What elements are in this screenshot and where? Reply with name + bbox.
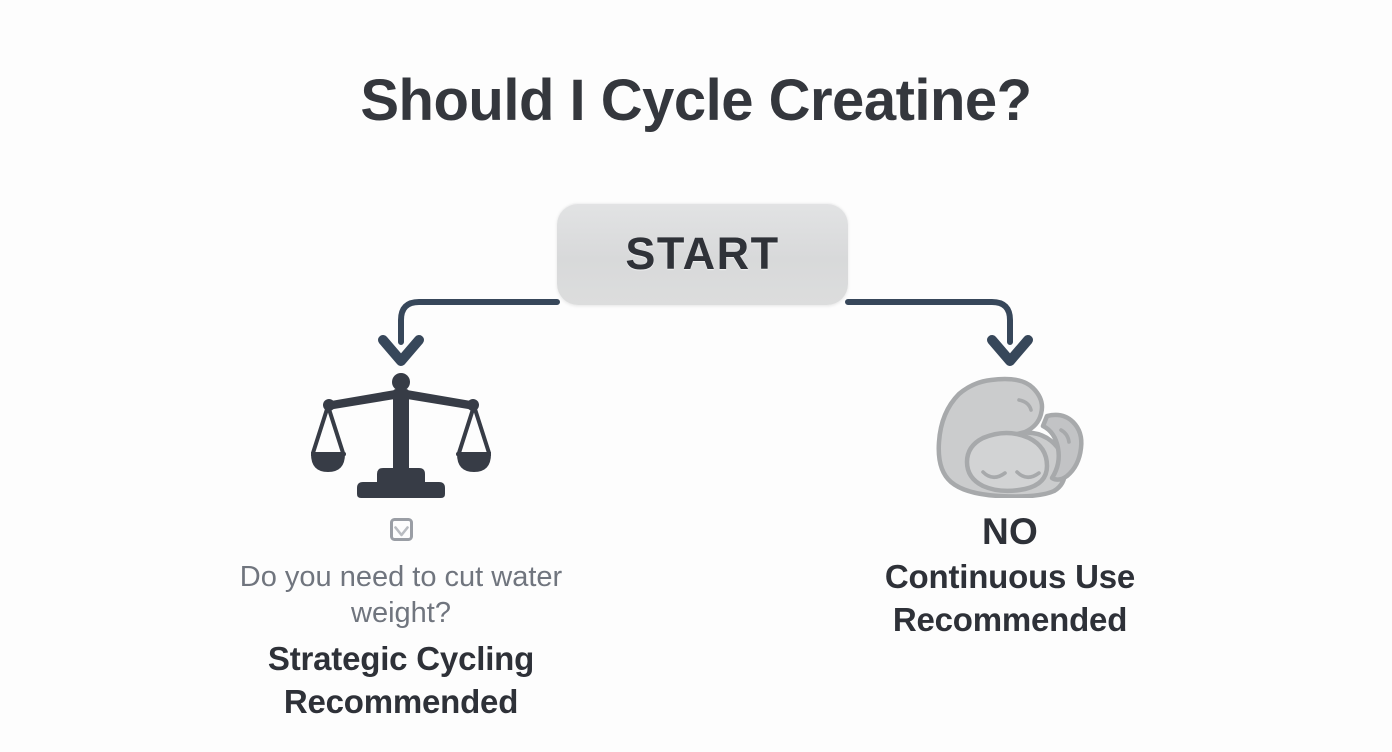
checkbox-checked-icon <box>389 515 413 551</box>
flexed-biceps-icon <box>925 372 1095 498</box>
arrowhead-left-icon <box>378 335 424 366</box>
outcome-right-line-2: Recommended <box>892 600 1128 638</box>
arrowhead-right-icon <box>987 335 1033 366</box>
outcome-right-lead: NO <box>981 511 1039 552</box>
outcome-right: Continuous Use Recommended <box>885 556 1135 642</box>
balance-scale-icon <box>311 372 491 498</box>
outcome-right-line-1: Continuous Use <box>884 557 1136 595</box>
outcome-left-line-2: Recommended <box>283 682 519 720</box>
connector-left <box>398 299 560 345</box>
start-node[interactable]: START <box>557 203 848 305</box>
start-node-label: START <box>625 228 780 279</box>
connector-right <box>845 299 1013 345</box>
outcome-left: Strategic Cycling Recommended <box>268 638 534 724</box>
page-title: Should I Cycle Creatine? <box>360 68 1032 133</box>
branch-left: Do you need to cut water weight? Strateg… <box>191 372 611 724</box>
outcome-left-line-1: Strategic Cycling <box>267 639 535 677</box>
question-left: Do you need to cut water weight? <box>236 508 566 632</box>
branch-right: NO Continuous Use Recommended <box>800 372 1220 641</box>
question-left-text: Do you need to cut water weight? <box>239 560 563 629</box>
